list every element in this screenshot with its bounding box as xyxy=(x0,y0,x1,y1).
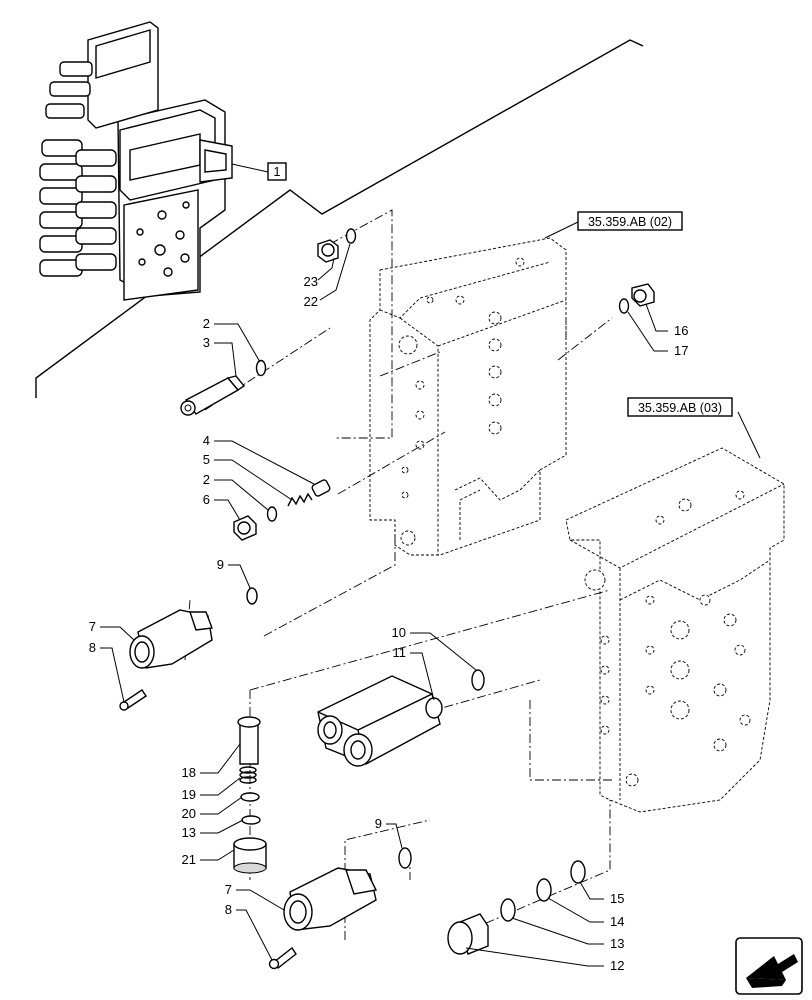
o-ring-15 xyxy=(570,860,586,884)
callout-6: 6 xyxy=(203,492,210,507)
callout-9-upper: 9 xyxy=(217,557,224,572)
plug-16 xyxy=(631,283,655,307)
callout-16: 16 xyxy=(674,323,688,338)
screw-8-lower xyxy=(268,946,297,970)
callout-19: 19 xyxy=(182,787,196,802)
valve-section-03 xyxy=(565,411,785,813)
callout-10: 10 xyxy=(392,625,406,640)
screw-8-upper xyxy=(119,689,147,711)
callout-11: 11 xyxy=(393,645,407,660)
arrow-back-icon[interactable] xyxy=(735,937,803,995)
callout-7-upper: 7 xyxy=(89,619,96,634)
callout-8-upper: 8 xyxy=(89,640,96,655)
fitting-3 xyxy=(180,375,246,416)
o-ring-13-small xyxy=(241,815,261,825)
callout-17: 17 xyxy=(674,343,688,358)
o-ring-10 xyxy=(471,669,485,691)
callout-13-small: 13 xyxy=(182,825,196,840)
leader-lines xyxy=(100,243,668,967)
plunger-18 xyxy=(237,716,261,765)
solenoid-7-upper xyxy=(129,609,213,669)
back-up-ring-14 xyxy=(536,878,552,902)
callout-3: 3 xyxy=(203,335,210,350)
callout-14: 14 xyxy=(610,914,624,929)
spring-5 xyxy=(287,492,313,507)
callout-22: 22 xyxy=(304,294,318,309)
callout-2-lower: 2 xyxy=(203,472,210,487)
solenoid-7-lower xyxy=(283,867,378,931)
callout-23: 23 xyxy=(304,274,318,289)
callout-15: 15 xyxy=(610,891,624,906)
reference-box-section-03: 35.359.AB (03) xyxy=(627,397,733,417)
spring-19 xyxy=(239,766,257,784)
o-ring-9-upper xyxy=(246,587,258,605)
o-ring-20 xyxy=(240,792,260,802)
callout-7-lower: 7 xyxy=(225,882,232,897)
callout-labels: 23 22 2 3 4 5 2 6 9 7 8 16 17 10 11 18 1… xyxy=(89,274,689,973)
callout-4: 4 xyxy=(203,433,210,448)
reference-label-section-03: 35.359.AB (03) xyxy=(638,401,722,415)
reference-box-1: 1 xyxy=(267,162,287,181)
plug-21 xyxy=(233,837,267,874)
valve-section-02 xyxy=(369,221,579,556)
plug-23 xyxy=(317,239,339,263)
reference-label-1: 1 xyxy=(274,165,281,179)
o-ring-13-large xyxy=(500,898,516,922)
o-ring-2-upper xyxy=(255,359,267,377)
plug-6 xyxy=(233,515,257,541)
callout-8-lower: 8 xyxy=(225,902,232,917)
o-ring-9-lower xyxy=(398,847,412,869)
reference-label-section-02: 35.359.AB (02) xyxy=(588,215,672,229)
o-ring-17 xyxy=(618,298,630,314)
o-ring-2-lower xyxy=(266,506,278,522)
overview-valve-assembly xyxy=(35,21,644,398)
callout-5: 5 xyxy=(203,452,210,467)
callout-2-upper: 2 xyxy=(203,316,210,331)
o-ring-22 xyxy=(345,228,357,244)
callout-9-lower: 9 xyxy=(375,816,382,831)
callout-21: 21 xyxy=(182,852,196,867)
reference-box-section-02: 35.359.AB (02) xyxy=(577,211,683,231)
callout-13-large: 13 xyxy=(610,936,624,951)
plug-12 xyxy=(447,913,489,955)
solenoid-block-11 xyxy=(317,675,443,767)
callout-20: 20 xyxy=(182,806,196,821)
callout-18: 18 xyxy=(182,765,196,780)
callout-12: 12 xyxy=(610,958,624,973)
pin-4 xyxy=(311,479,331,497)
